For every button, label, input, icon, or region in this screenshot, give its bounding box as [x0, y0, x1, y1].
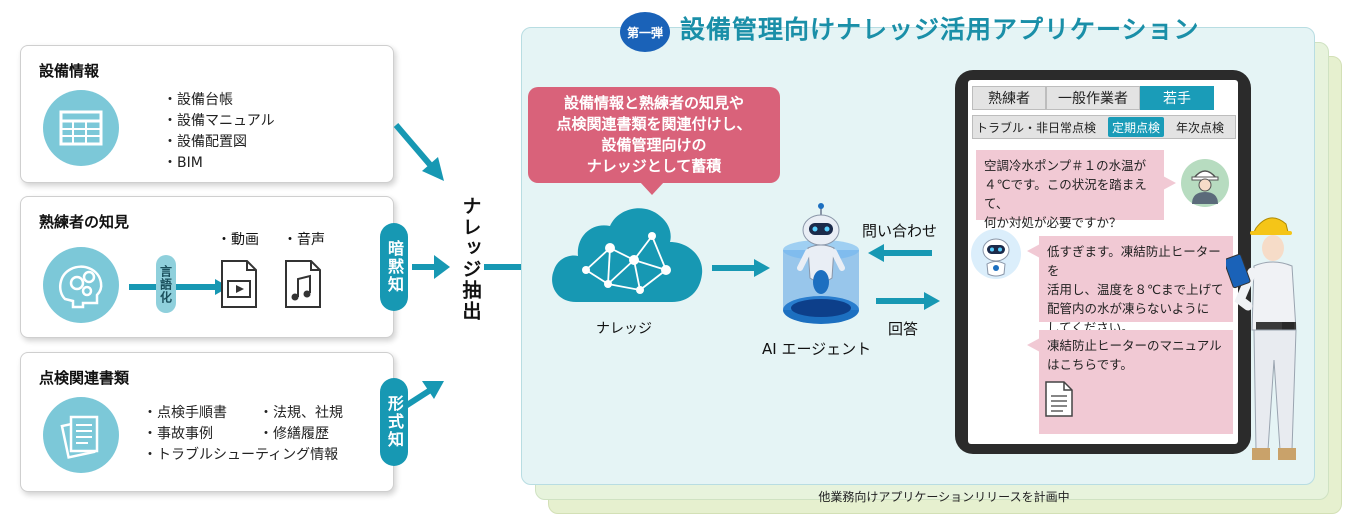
list-item: ・事故事例 — [143, 426, 213, 442]
message-line: 凍結防止ヒーターのマニュアル — [1047, 338, 1222, 353]
message-line: 低すぎます。凍結防止ヒーターを — [1047, 244, 1221, 278]
equipment-info-card: 設備情報 ・設備台帳 ・設備マニュアル ・設備配置図 ・BIM — [20, 45, 394, 183]
list-item: ・トラブルシューティング情報 — [143, 447, 339, 463]
inspection-docs-list-col2: ・法規、社規 ・修繕履歴 — [259, 403, 343, 445]
description-line: 点検関連書類を関連付けし、 — [556, 115, 752, 133]
tab-general-worker[interactable]: 一般作業者 — [1046, 86, 1140, 110]
ai-agent-label: AI エージェント — [762, 340, 872, 358]
video-label: ・動画 — [217, 232, 259, 248]
verbalize-badge: 言語化 — [156, 255, 176, 313]
inspection-docs-title: 点検関連書類 — [39, 369, 130, 387]
panel-title: 設備管理向けナレッジ活用アプリケーション — [680, 15, 1200, 44]
message-line: 活用し、温度を８℃まで上げて — [1047, 282, 1224, 297]
message-line: はこちらです。 — [1047, 357, 1133, 372]
list-item: ・BIM — [163, 155, 203, 171]
audio-label: ・音声 — [283, 232, 325, 248]
expert-knowledge-title: 熟練者の知見 — [39, 213, 130, 231]
message-line: 配管内の水が凍らないように — [1047, 301, 1210, 316]
list-item: ・法規、社規 — [259, 405, 343, 421]
inquiry-arrow-icon — [868, 244, 932, 262]
worker-avatar-icon — [1181, 159, 1229, 207]
video-file-icon — [219, 259, 259, 313]
list-item: ・設備台帳 — [163, 92, 233, 108]
inquiry-label: 問い合わせ — [862, 222, 938, 240]
audio-file-icon — [283, 259, 323, 313]
brain-gears-icon — [43, 247, 119, 323]
knowledge-description-box: 設備情報と熟練者の知見や 点検関連書類を関連付けし、 設備管理向けの ナレッジと… — [528, 87, 780, 183]
ai-avatar-icon — [971, 229, 1021, 279]
message-line: 空調冷水ポンプ＃１の水温が — [984, 158, 1147, 173]
phase-badge: 第一弾 — [620, 12, 670, 52]
ai-bubble-pointer-2 — [1027, 338, 1040, 352]
ai-bubble-pointer — [1027, 244, 1040, 258]
list-item: ・設備配置図 — [163, 134, 247, 150]
message-line: 何か対処が必要ですか？ — [984, 215, 1122, 230]
knowledge-extraction-label: ナレッジ抽出 — [459, 196, 482, 322]
knowledge-label: ナレッジ — [596, 321, 652, 337]
message-line: ４℃です。この状況を踏まえて、 — [984, 177, 1147, 211]
user-chat-message: 空調冷水ポンプ＃１の水温が ４℃です。この状況を踏まえて、 何か対処が必要ですか… — [976, 150, 1164, 230]
ai-agent-robot-icon — [783, 203, 859, 324]
equipment-info-title: 設備情報 — [39, 62, 100, 80]
manual-document-icon[interactable] — [1044, 380, 1074, 418]
answer-label: 回答 — [888, 320, 919, 338]
flow-arrow-icon — [129, 279, 229, 299]
list-item: ・修繕履歴 — [259, 426, 329, 442]
future-release-note: 他業務向けアプリケーションリリースを計画中 — [818, 490, 1070, 504]
subtab-annual-inspection[interactable]: 年次点検 — [1176, 120, 1225, 135]
description-line: ナレッジとして蓄積 — [586, 157, 722, 175]
arrow-to-agent — [712, 259, 770, 277]
subtab-regular-inspection[interactable]: 定期点検 — [1108, 117, 1165, 137]
tab-expert[interactable]: 熟練者 — [972, 86, 1046, 110]
description-line: 設備管理向けの — [601, 136, 707, 154]
worker-figure-icon — [1226, 217, 1297, 460]
tab-junior[interactable]: 若手 — [1140, 86, 1214, 110]
description-line: 設備情報と熟練者の知見や — [563, 94, 744, 112]
inspection-docs-card: 点検関連書類 ・点検手順書 ・事故事例 ・トラブルシューティング情報 ・法規、社… — [20, 352, 394, 492]
knowledge-cloud-icon — [552, 208, 703, 302]
inspection-docs-list-col1: ・点検手順書 ・事故事例 ・トラブルシューティング情報 — [143, 403, 338, 466]
expert-knowledge-card: 熟練者の知見 言語化 ・動画 ・音声 — [20, 196, 394, 338]
explicit-knowledge-badge: 形式知 — [380, 378, 408, 466]
list-item: ・設備マニュアル — [163, 113, 275, 129]
speech-pointer — [640, 182, 664, 195]
inspection-type-tabs — [972, 115, 1236, 139]
equipment-info-list: ・設備台帳 ・設備マニュアル ・設備配置図 ・BIM — [163, 90, 275, 174]
tacit-knowledge-badge: 暗黙知 — [380, 223, 408, 311]
ai-chat-message: 低すぎます。凍結防止ヒーターを 活用し、温度を８℃まで上げて 配管内の水が凍らな… — [1039, 236, 1233, 335]
list-item: ・点検手順書 — [143, 405, 227, 421]
subtab-trouble-inspection[interactable]: トラブル・非日常点検 — [976, 120, 1097, 135]
ledger-icon — [43, 90, 119, 166]
documents-icon — [43, 397, 119, 473]
user-bubble-pointer — [1163, 176, 1176, 190]
answer-arrow-icon — [876, 292, 940, 310]
